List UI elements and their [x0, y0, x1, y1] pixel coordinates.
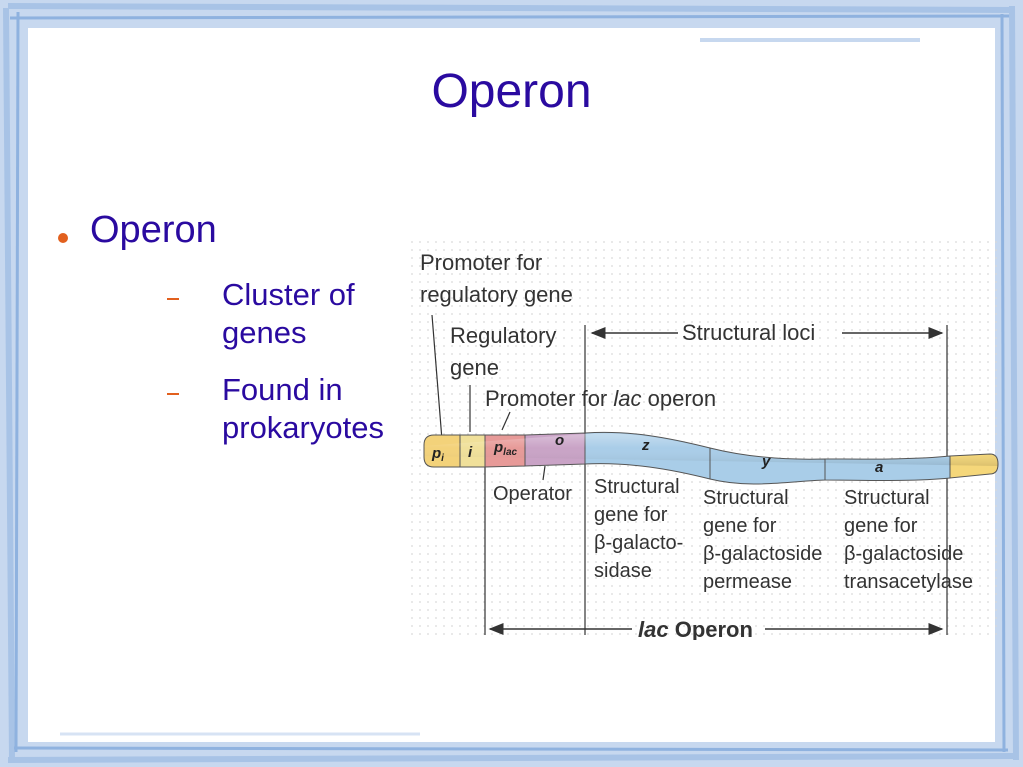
bullet-operon: Operon — [90, 209, 217, 251]
tube-shine — [424, 433, 998, 466]
label-gene-z: Structural gene for β-galacto- sidase — [594, 476, 683, 582]
segment-label-a: a — [875, 459, 883, 476]
label-gene-a-line: transacetylase — [844, 571, 973, 593]
segment-label-o: o — [555, 432, 564, 449]
segment-label-plac: plac — [493, 439, 518, 458]
segment-label-pi: pi — [431, 445, 444, 464]
label-gene-y-line: β-galactoside — [703, 543, 822, 565]
label-gene-a-line: Structural — [844, 487, 930, 509]
label-gene-z-line: sidase — [594, 560, 652, 582]
label-regulatory-gene: Regulatory — [450, 323, 556, 348]
label-promoter-lac-text: Promoter for — [485, 386, 613, 411]
label-gene-a-line: gene for — [844, 515, 918, 537]
label-gene-y-line: Structural — [703, 487, 789, 509]
segment-label-plac-main: p — [493, 439, 503, 456]
label-gene-y: Structural gene for β-galactoside permea… — [703, 487, 822, 593]
label-gene-z-line: β-galacto- — [594, 532, 683, 554]
segment-label-z: z — [641, 437, 650, 454]
segment-label-i: i — [468, 444, 473, 461]
sub-bullet-line: prokaryotes — [222, 410, 384, 445]
label-promoter-lac: Promoter for lac operon — [485, 386, 716, 411]
bullet-dot — [58, 233, 68, 243]
sub-bullet-prokaryotes: Found in prokaryotes — [222, 371, 384, 447]
label-operator: Operator — [493, 483, 572, 505]
label-lac-operon-text: Operon — [669, 617, 753, 640]
slide-title: Operon — [431, 65, 592, 118]
segment-label-y: y — [761, 453, 771, 470]
pointer-pi — [431, 314, 443, 441]
label-structural-loci: Structural loci — [682, 320, 815, 345]
pointer-plac — [501, 411, 511, 431]
segment-label-plac-sub: lac — [503, 447, 517, 458]
label-gene-y-line: gene for — [703, 515, 777, 537]
sub-bullet-line: Found in — [222, 372, 343, 407]
label-gene-a: Structural gene for β-galactoside transa… — [844, 487, 973, 593]
label-regulatory-gene-line2: gene — [450, 355, 499, 380]
label-promoter-lac-italic: lac — [613, 386, 641, 411]
segment-label-pi-main: p — [431, 445, 441, 462]
label-gene-y-line: permease — [703, 571, 792, 593]
sub-bullet-dash — [167, 393, 179, 395]
label-gene-z-line: Structural — [594, 476, 680, 498]
pointer-operator — [542, 465, 546, 481]
label-lac-operon: lac Operon — [638, 617, 753, 640]
label-promoter-lac-text-end: operon — [642, 386, 717, 411]
dna-tube — [423, 431, 999, 485]
lac-operon-diagram: Promoter for regulatory gene Regulatory … — [410, 240, 1000, 640]
label-promoter-regulatory-line2: regulatory gene — [420, 282, 573, 307]
segment-label-pi-sub: i — [441, 453, 444, 464]
label-gene-a-line: β-galactoside — [844, 543, 963, 565]
sub-bullet-dash — [167, 298, 179, 300]
label-gene-z-line: gene for — [594, 504, 668, 526]
sub-bullet-line: genes — [222, 315, 307, 350]
label-promoter-regulatory: Promoter for — [420, 250, 542, 275]
sub-bullet-cluster: Cluster of genes — [222, 276, 355, 352]
sub-bullet-line: Cluster of — [222, 277, 355, 312]
label-lac-operon-italic: lac — [638, 617, 669, 640]
